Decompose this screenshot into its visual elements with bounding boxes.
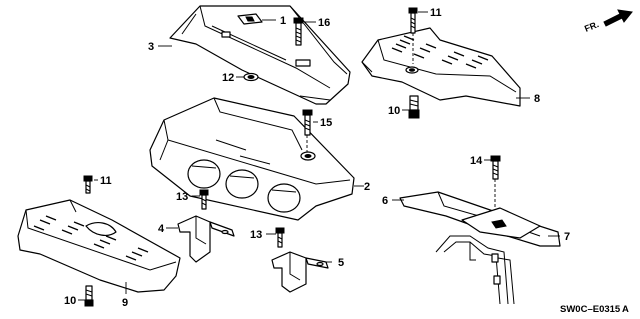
callout-labels: 1 2 3 4 5 6 7 8 9 10 10 11 11 12 13 13 1… [64, 7, 570, 309]
label-5: 5 [338, 257, 344, 269]
label-6: 6 [382, 195, 388, 207]
label-7: 7 [564, 231, 570, 243]
duct-assembly-6-7 [399, 191, 561, 305]
label-16: 16 [318, 17, 330, 29]
label-9: 9 [122, 297, 128, 309]
right-cover-8 [361, 27, 521, 107]
label-14: 14 [470, 155, 483, 167]
label-3: 3 [148, 41, 154, 53]
label-15: 15 [320, 117, 332, 129]
label-12: 12 [222, 72, 234, 84]
upper-engine-cover [169, 5, 351, 105]
diagram-code: SW0C–E0315 A [560, 304, 629, 315]
grommet-12 [243, 72, 259, 82]
bolt-16 [293, 17, 316, 46]
bolt-13-left [192, 189, 209, 210]
bracket-4 [166, 215, 235, 263]
bolt-13-center [266, 227, 285, 248]
label-13-center: 13 [250, 229, 262, 241]
front-direction-arrow: FR. [583, 9, 633, 34]
bolt-15 [302, 109, 318, 152]
bolt-14 [484, 155, 501, 210]
label-11-left: 11 [100, 175, 112, 187]
label-10-right: 10 [388, 105, 400, 117]
bracket-5 [271, 251, 332, 293]
label-13-left: 13 [176, 191, 188, 203]
bolt-10-left [78, 285, 94, 307]
leader-lines [125, 19, 560, 294]
label-11-top: 11 [430, 7, 442, 19]
left-cover-9 [17, 199, 181, 293]
front-label: FR. [583, 19, 600, 34]
diagram-code-suffix: A [622, 304, 629, 315]
diagram-code-text: SW0C–E0315 [560, 304, 621, 315]
label-4: 4 [158, 223, 165, 235]
bolt-11-left [83, 175, 98, 194]
label-1: 1 [280, 15, 286, 27]
label-10-left: 10 [64, 295, 76, 307]
bolt-11-top [408, 7, 428, 64]
label-8: 8 [534, 93, 540, 105]
label-2: 2 [364, 181, 370, 193]
bolt-10-right [402, 95, 420, 119]
